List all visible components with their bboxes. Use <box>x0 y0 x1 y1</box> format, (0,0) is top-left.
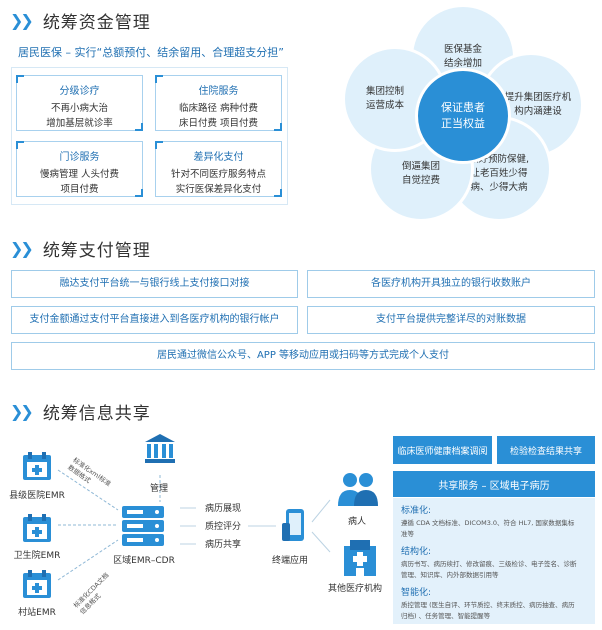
connector-lines <box>57 469 331 581</box>
payment-item: 居民通过微信公众号、APP 等移动应用或扫码等方式完成个人支付 <box>11 342 595 370</box>
card-differential-payment: 差异化支付 针对不同医疗服务特点 实行医保差异化支付 <box>155 141 282 197</box>
share-intelligent: 智能化: 质控管理 (医生自评、环节质控、终末质控、病历抽查、病历 归档) 、任… <box>401 588 575 620</box>
chevron-right-icon: ❯❯ <box>10 402 34 421</box>
document-icon <box>23 514 51 542</box>
other-institution-label: 其他医疗机构 <box>328 584 383 594</box>
emr-township: 卫生院EMR <box>13 551 61 561</box>
payment-item: 各医疗机构开具独立的银行收数账户 <box>307 270 595 298</box>
payment-item: 融达支付平台统一与银行线上支付接口对接 <box>11 270 298 298</box>
card-line: 实行医保差异化支付 <box>175 184 262 195</box>
emr-county: 县级医院EMR <box>9 491 65 501</box>
section-title-payment: ❯❯ 统筹支付管理 <box>10 239 151 261</box>
document-icon <box>23 452 51 480</box>
fund-cards-panel <box>11 67 288 205</box>
share-structured: 结构化: 病历书写、病历续打、修改留痕、三级检诊、电子签名、诊断 管理、知识库、… <box>401 547 577 579</box>
document-icon <box>23 570 51 598</box>
card-line: 项目付费 <box>60 184 99 195</box>
card-line: 不再小病大治 <box>50 103 108 114</box>
payment-item: 支付金额通过支付平台直接进入到各医疗机构的银行帐户 <box>11 306 298 334</box>
card-inpatient: 住院服务 临床路径 病种付费 床日付费 项目付费 <box>155 75 282 131</box>
card-tiered-diagnosis: 分级诊疗 不再小病大治 增加基层就诊率 <box>16 75 143 131</box>
tag-health-record-access: 临床医师健康档案调阅 <box>393 436 492 464</box>
card-line: 增加基层就诊率 <box>46 118 113 129</box>
govern-label: 管理 <box>150 484 169 494</box>
share-service-details: 标准化: 遵循 CDA 文档标准、DICOM3.0、符合 HL7, 国家数据集标… <box>393 498 595 624</box>
section-title-info: ❯❯ 统筹信息共享 <box>10 402 151 424</box>
chevron-right-icon: ❯❯ <box>10 11 34 30</box>
flower-center-patient-rights: 保证患者正当权益 <box>415 68 511 164</box>
function-record-share: 病历共享 <box>204 540 241 550</box>
chevron-right-icon: ❯❯ <box>10 239 34 258</box>
card-title: 住院服务 <box>198 86 239 97</box>
share-service-header: 共享服务 – 区域电子病历 <box>393 471 595 497</box>
section-title-fund: ❯❯ 统筹资金管理 <box>10 11 151 33</box>
hospital-icon <box>344 540 376 576</box>
patient-label: 病人 <box>348 517 367 527</box>
card-title: 分级诊疗 <box>59 86 100 97</box>
mobile-terminal-icon <box>282 509 304 541</box>
card-line: 临床路径 病种付费 <box>178 103 259 114</box>
server-icon <box>122 506 164 546</box>
cdr-label: 区域EMR–CDR <box>113 556 175 566</box>
card-line: 针对不同医疗服务特点 <box>170 169 266 180</box>
function-quality-score: 质控评分 <box>204 522 241 532</box>
card-outpatient: 门诊服务 慢病管理 人头付费 项目付费 <box>16 141 143 197</box>
card-line: 床日付费 项目付费 <box>178 118 259 129</box>
terminal-label: 终端应用 <box>272 556 309 566</box>
patients-icon <box>338 473 378 506</box>
middle-functions: 病历展现 质控评分 病历共享 <box>198 500 248 554</box>
emr-village: 村站EMR <box>18 608 56 618</box>
share-standardized: 标准化: 遵循 CDA 文档标准、DICOM3.0、符合 HL7, 国家数据集标… <box>401 506 575 538</box>
government-building-icon <box>145 434 175 463</box>
fund-subtitle: 居民医保 – 实行“总额预付、结余留用、合理超支分担” <box>18 46 284 59</box>
function-medical-record-display: 病历展现 <box>204 504 241 514</box>
tag-exam-result-share: 检验检查结果共享 <box>497 436 595 464</box>
payment-item: 支付平台提供完整详尽的对账数据 <box>307 306 595 334</box>
card-line: 慢病管理 人头付费 <box>39 169 120 180</box>
card-title: 门诊服务 <box>59 152 100 163</box>
card-title: 差异化支付 <box>193 152 244 163</box>
